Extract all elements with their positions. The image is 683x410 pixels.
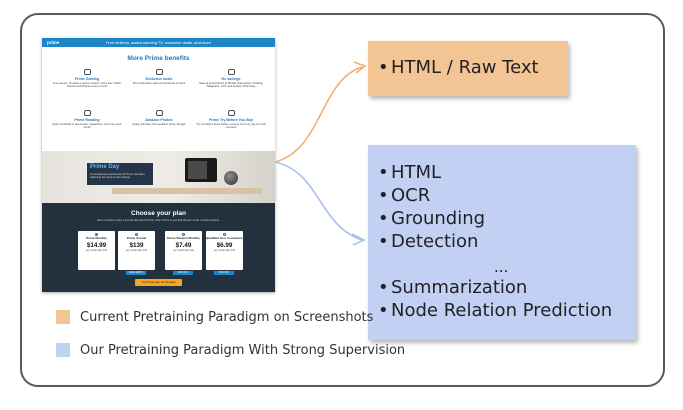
target-item-label: Grounding — [391, 208, 486, 229]
arrowhead-blue — [351, 233, 366, 246]
target-item: •Grounding — [378, 208, 486, 229]
benefit-item: Amazon Photos Enjoy unlimited, full-reso… — [122, 110, 196, 126]
hero-title: Prime Day — [90, 164, 120, 170]
plan-card[interactable]: Prime Monthly $14.99 per month after tri… — [78, 231, 115, 270]
plan-subtitle: New members enjoy a free 30-day trial of… — [97, 219, 220, 222]
benefit-desc: Enjoy unlimited, full-resolution photo s… — [132, 123, 186, 126]
target-item: •Node Relation Prediction — [378, 300, 613, 321]
benefit-desc: Save at prescriptions at 60,000 pharmaci… — [199, 82, 263, 89]
plan-price: $14.99 — [86, 241, 107, 249]
benefit-title: Prime Gaming — [74, 77, 100, 81]
photo-icon — [155, 110, 163, 116]
arrowhead-orange — [353, 61, 367, 74]
benefit-title: Rx savings — [221, 77, 241, 81]
benefit-desc: Enjoy hundreds of rare books, magazines,… — [52, 123, 122, 130]
plan-name: Prime Monthly — [86, 236, 107, 240]
plan-unit: per month after trial — [173, 248, 194, 252]
benefit-desc: Try on fashion items before you buy, and… — [196, 123, 266, 130]
radio-icon[interactable] — [182, 233, 185, 236]
target-item-label: OCR — [391, 185, 431, 206]
plan-price: $7.49 — [175, 241, 192, 249]
plan-badge: SAVE $40/YR — [126, 271, 146, 275]
benefit-desc: Free games, bonuses in-game content, and… — [53, 82, 121, 89]
arrow-to-strong-supervision — [274, 161, 363, 241]
book-icon — [83, 110, 91, 116]
target-item: •HTML / Raw Text — [378, 57, 539, 78]
benefit-item: Prime Try Before You Buy Try on fashion … — [194, 110, 268, 130]
target-item: •Summarization — [378, 277, 528, 298]
hero-label: Prime Day An annual event exclusively fo… — [87, 163, 153, 185]
benefit-title: Prime Try Before You Buy — [208, 118, 253, 122]
plan-card[interactable]: Prime Annual $139 per month after trial — [118, 231, 155, 270]
target-item-label: Summarization — [391, 277, 528, 298]
hero-subtitle: An annual event exclusively for Prime me… — [90, 173, 146, 180]
target-item-label: HTML — [391, 162, 442, 183]
plan-name: Prime Annual — [126, 236, 147, 240]
strong-supervision-target-box: •HTML •OCR •Grounding •Detection ... •Su… — [368, 145, 636, 340]
plan-price: $6.99 — [216, 241, 233, 249]
benefit-item: Prime Gaming Free games, bonuses in-game… — [50, 69, 124, 89]
radio-icon[interactable] — [223, 233, 226, 236]
target-item-label: Detection — [391, 231, 479, 252]
benefit-item: Rx savings Save at prescriptions at 60,0… — [194, 69, 268, 89]
plan-badge: 50% OFF — [173, 271, 193, 275]
legend-label-current: Current Pretraining Paradigm on Screensh… — [80, 310, 374, 325]
radio-icon[interactable] — [95, 233, 98, 236]
plan-card[interactable]: Prime Student Monthly $7.49 per month af… — [165, 231, 202, 270]
plan-name: Qualified Gov. Assistance — [206, 236, 243, 240]
screenshot-banner-text: Free delivery, award-winning TV, exclusi… — [105, 40, 212, 45]
gamepad-icon — [83, 69, 91, 75]
trial-button[interactable]: Try Prime free for 30 days — [135, 279, 182, 286]
raw-text-target-box: •HTML / Raw Text — [368, 41, 568, 96]
benefit-desc: Prime Members save on thousands of items — [132, 82, 186, 85]
smart-display-image — [185, 158, 217, 182]
legend-swatch-ours — [56, 343, 70, 357]
benefit-item: Exclusive deals Prime Members save on th… — [122, 69, 196, 85]
plan-price: $139 — [129, 241, 144, 249]
benefit-title: Amazon Photos — [145, 118, 173, 122]
benefit-title: Exclusive deals — [145, 77, 173, 81]
target-item: •HTML — [378, 162, 442, 183]
plan-unit: per month after trial — [126, 248, 147, 252]
shelf-image — [112, 188, 262, 194]
target-item: •OCR — [378, 185, 431, 206]
prime-logo: prime — [47, 40, 60, 45]
plan-name: Prime Student Monthly — [167, 236, 200, 240]
plan-unit: per month after trial — [86, 248, 107, 252]
plan-title: Choose your plan — [131, 210, 186, 217]
legend-label-ours: Our Pretraining Paradigm With Strong Sup… — [80, 343, 406, 358]
target-item-label: HTML / Raw Text — [391, 57, 539, 78]
target-item: •Detection — [378, 231, 479, 252]
benefits-title: More Prime benefits — [127, 55, 190, 62]
smart-speaker-image — [224, 171, 238, 185]
legend-swatch-current — [56, 310, 70, 324]
benefit-item: Prime Reading Enjoy hundreds of rare boo… — [50, 110, 124, 130]
screenshot-top-bar: prime Free delivery, award-winning TV, e… — [42, 38, 275, 47]
pill-icon — [227, 69, 235, 75]
arrow-to-raw-text — [274, 66, 363, 163]
radio-icon[interactable] — [135, 233, 138, 236]
plan-badge: 50% OFF — [214, 271, 234, 275]
shirt-icon — [227, 110, 235, 116]
benefit-title: Prime Reading — [74, 118, 100, 122]
plan-unit: per month after trial — [214, 248, 235, 252]
plan-card[interactable]: Qualified Gov. Assistance $6.99 per mont… — [206, 231, 243, 270]
tag-icon — [155, 69, 163, 75]
webpage-screenshot-thumbnail: prime Free delivery, award-winning TV, e… — [42, 38, 275, 292]
ellipsis: ... — [494, 258, 509, 276]
target-item-label: Node Relation Prediction — [391, 300, 613, 321]
